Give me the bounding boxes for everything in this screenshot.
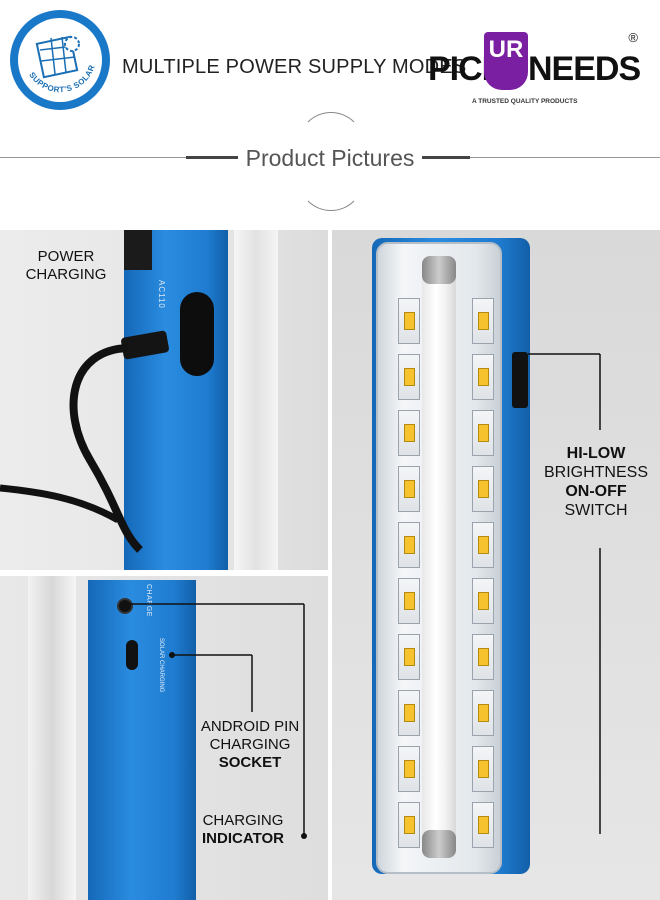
android-socket-caption: ANDROID PIN CHARGING SOCKET: [200, 718, 300, 771]
led-cell: [472, 690, 494, 736]
led-cell: [398, 690, 420, 736]
led-cell: [472, 298, 494, 344]
micro-usb-port: [126, 640, 138, 670]
led-chip: [478, 368, 489, 386]
led-cell: [472, 634, 494, 680]
led-cell: [472, 410, 494, 456]
led-chip: [478, 704, 489, 722]
led-chip: [478, 536, 489, 554]
led-cell: [398, 466, 420, 512]
led-cell: [398, 522, 420, 568]
lamp-body: [88, 580, 196, 900]
led-chip: [478, 592, 489, 610]
led-chip: [478, 424, 489, 442]
led-chip: [478, 760, 489, 778]
section-title: Product Pictures: [238, 144, 422, 172]
led-cell: [472, 578, 494, 624]
center-tube: [422, 260, 456, 850]
full-lamp-panel: HI-LOW BRIGHTNESS ON-OFF SWITCH: [332, 230, 660, 900]
divider-accent-right: [414, 156, 470, 159]
power-cable: [0, 344, 143, 553]
headline: MULTIPLE POWER SUPPLY MODES: [122, 56, 467, 78]
lamp-endcap: [124, 230, 152, 270]
led-chip: [478, 648, 489, 666]
led-chip: [478, 816, 489, 834]
tube-cap-bottom: [422, 830, 456, 858]
charge-indicator-led: [117, 598, 133, 614]
switch-caption: HI-LOW BRIGHTNESS ON-OFF SWITCH: [543, 445, 648, 519]
led-chip: [478, 312, 489, 330]
led-cell: [472, 802, 494, 848]
led-cell: [398, 802, 420, 848]
lamp-diffuser: [28, 576, 76, 900]
led-cell: [472, 354, 494, 400]
charging-indicator-caption: CHARGING INDICATOR: [202, 812, 284, 847]
led-cell: [398, 410, 420, 456]
led-chip: [404, 312, 415, 330]
switch-callout-line: [528, 353, 601, 834]
divider-accent-left: [186, 156, 242, 159]
led-cell: [398, 298, 420, 344]
tube-cap-top: [422, 256, 456, 284]
power-charging-caption: POWER CHARGING: [25, 248, 107, 283]
led-chip: [404, 592, 415, 610]
solar-panel-icon: [35, 35, 80, 79]
title-arc-bottom: [298, 158, 364, 211]
led-cell: [472, 466, 494, 512]
lamp-body: [124, 230, 228, 570]
led-chip: [404, 368, 415, 386]
brand-logo: PICK UR NEEDS ® A TRUSTED QUALITY PRODUC…: [428, 30, 641, 110]
brand-suffix: NEEDS: [528, 50, 641, 88]
brightness-switch: [512, 352, 528, 408]
led-chip: [404, 760, 415, 778]
svg-text:SUPPORT'S SOLAR POWER: SUPPORT'S SOLAR POWER: [10, 10, 97, 94]
led-cell: [398, 634, 420, 680]
led-chip: [404, 424, 415, 442]
led-cell: [398, 746, 420, 792]
led-chip: [404, 480, 415, 498]
power-charging-panel: AC110 POWER CHARGING: [0, 230, 328, 570]
led-cell: [398, 354, 420, 400]
led-cell: [398, 578, 420, 624]
brand-fist-icon: UR: [484, 32, 528, 90]
led-chip: [404, 816, 415, 834]
led-cell: [472, 522, 494, 568]
led-chip: [404, 536, 415, 554]
charging-socket-panel: CHARGE SOLAR CHARGING ANDROID PIN CHARGI…: [0, 576, 328, 900]
callout-lines: [129, 603, 307, 839]
solar-power-badge: SUPPORT'S SOLAR POWER: [10, 10, 110, 110]
lamp-diffuser: [234, 230, 278, 570]
led-cell: [472, 746, 494, 792]
solar-badge-text: SUPPORT'S SOLAR POWER: [10, 10, 97, 94]
led-chip: [478, 480, 489, 498]
title-arc-top: [298, 112, 364, 159]
led-chip: [404, 648, 415, 666]
power-socket: [180, 292, 214, 376]
led-chip: [404, 704, 415, 722]
brand-tagline: A TRUSTED QUALITY PRODUCTS: [472, 98, 578, 105]
registered-mark: ®: [628, 30, 638, 45]
